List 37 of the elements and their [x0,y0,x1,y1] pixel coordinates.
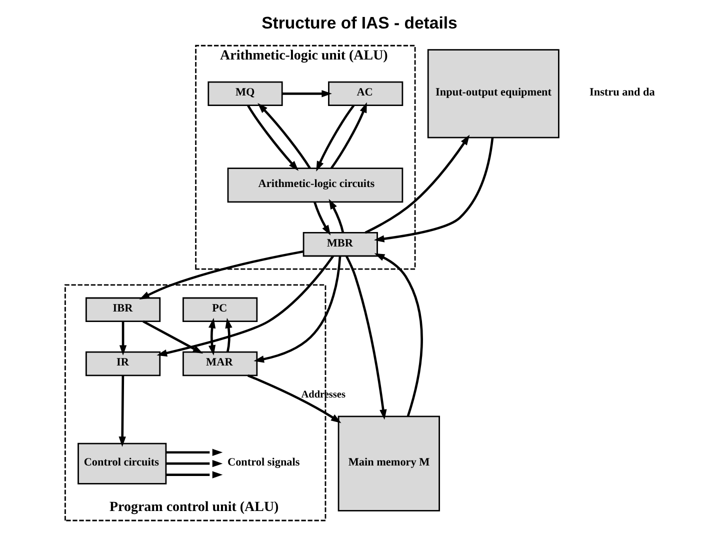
diagram-title: Structure of IAS - details [262,13,458,32]
arrow [374,253,423,416]
node-box: Input-output equipment [427,49,560,138]
arrow [247,104,299,171]
arrow [118,376,126,447]
arrow [119,321,127,356]
arrow [166,448,223,456]
arrow [316,104,355,172]
node-box: MQ [208,81,283,106]
arrow [314,202,331,236]
arrow [142,320,204,354]
arrow [156,255,334,357]
arrow [225,318,232,352]
arrow [330,102,367,169]
label: Instru and da [590,86,655,99]
arrow [328,198,344,233]
node-box: Main memory M [338,416,440,512]
node-box: Control circuits [78,442,167,484]
label: Control signals [228,456,300,469]
arrow [258,103,311,169]
arrow [247,374,342,424]
arrow [166,460,223,468]
node-box: MBR [302,232,378,257]
node-box: IBR [85,297,161,322]
arrow [208,318,216,356]
node-box: Arithmetic-logic circuits [227,168,404,203]
arrow [254,256,342,363]
node-box: IR [85,351,161,376]
node-box: PC [182,297,258,322]
arrow [374,138,494,242]
arrow [282,90,332,98]
arrow [139,250,304,300]
node-box: AC [328,81,404,106]
arrow [364,134,470,234]
arrow [346,256,387,420]
arrow [166,471,223,478]
node-box: MAR [182,351,258,376]
